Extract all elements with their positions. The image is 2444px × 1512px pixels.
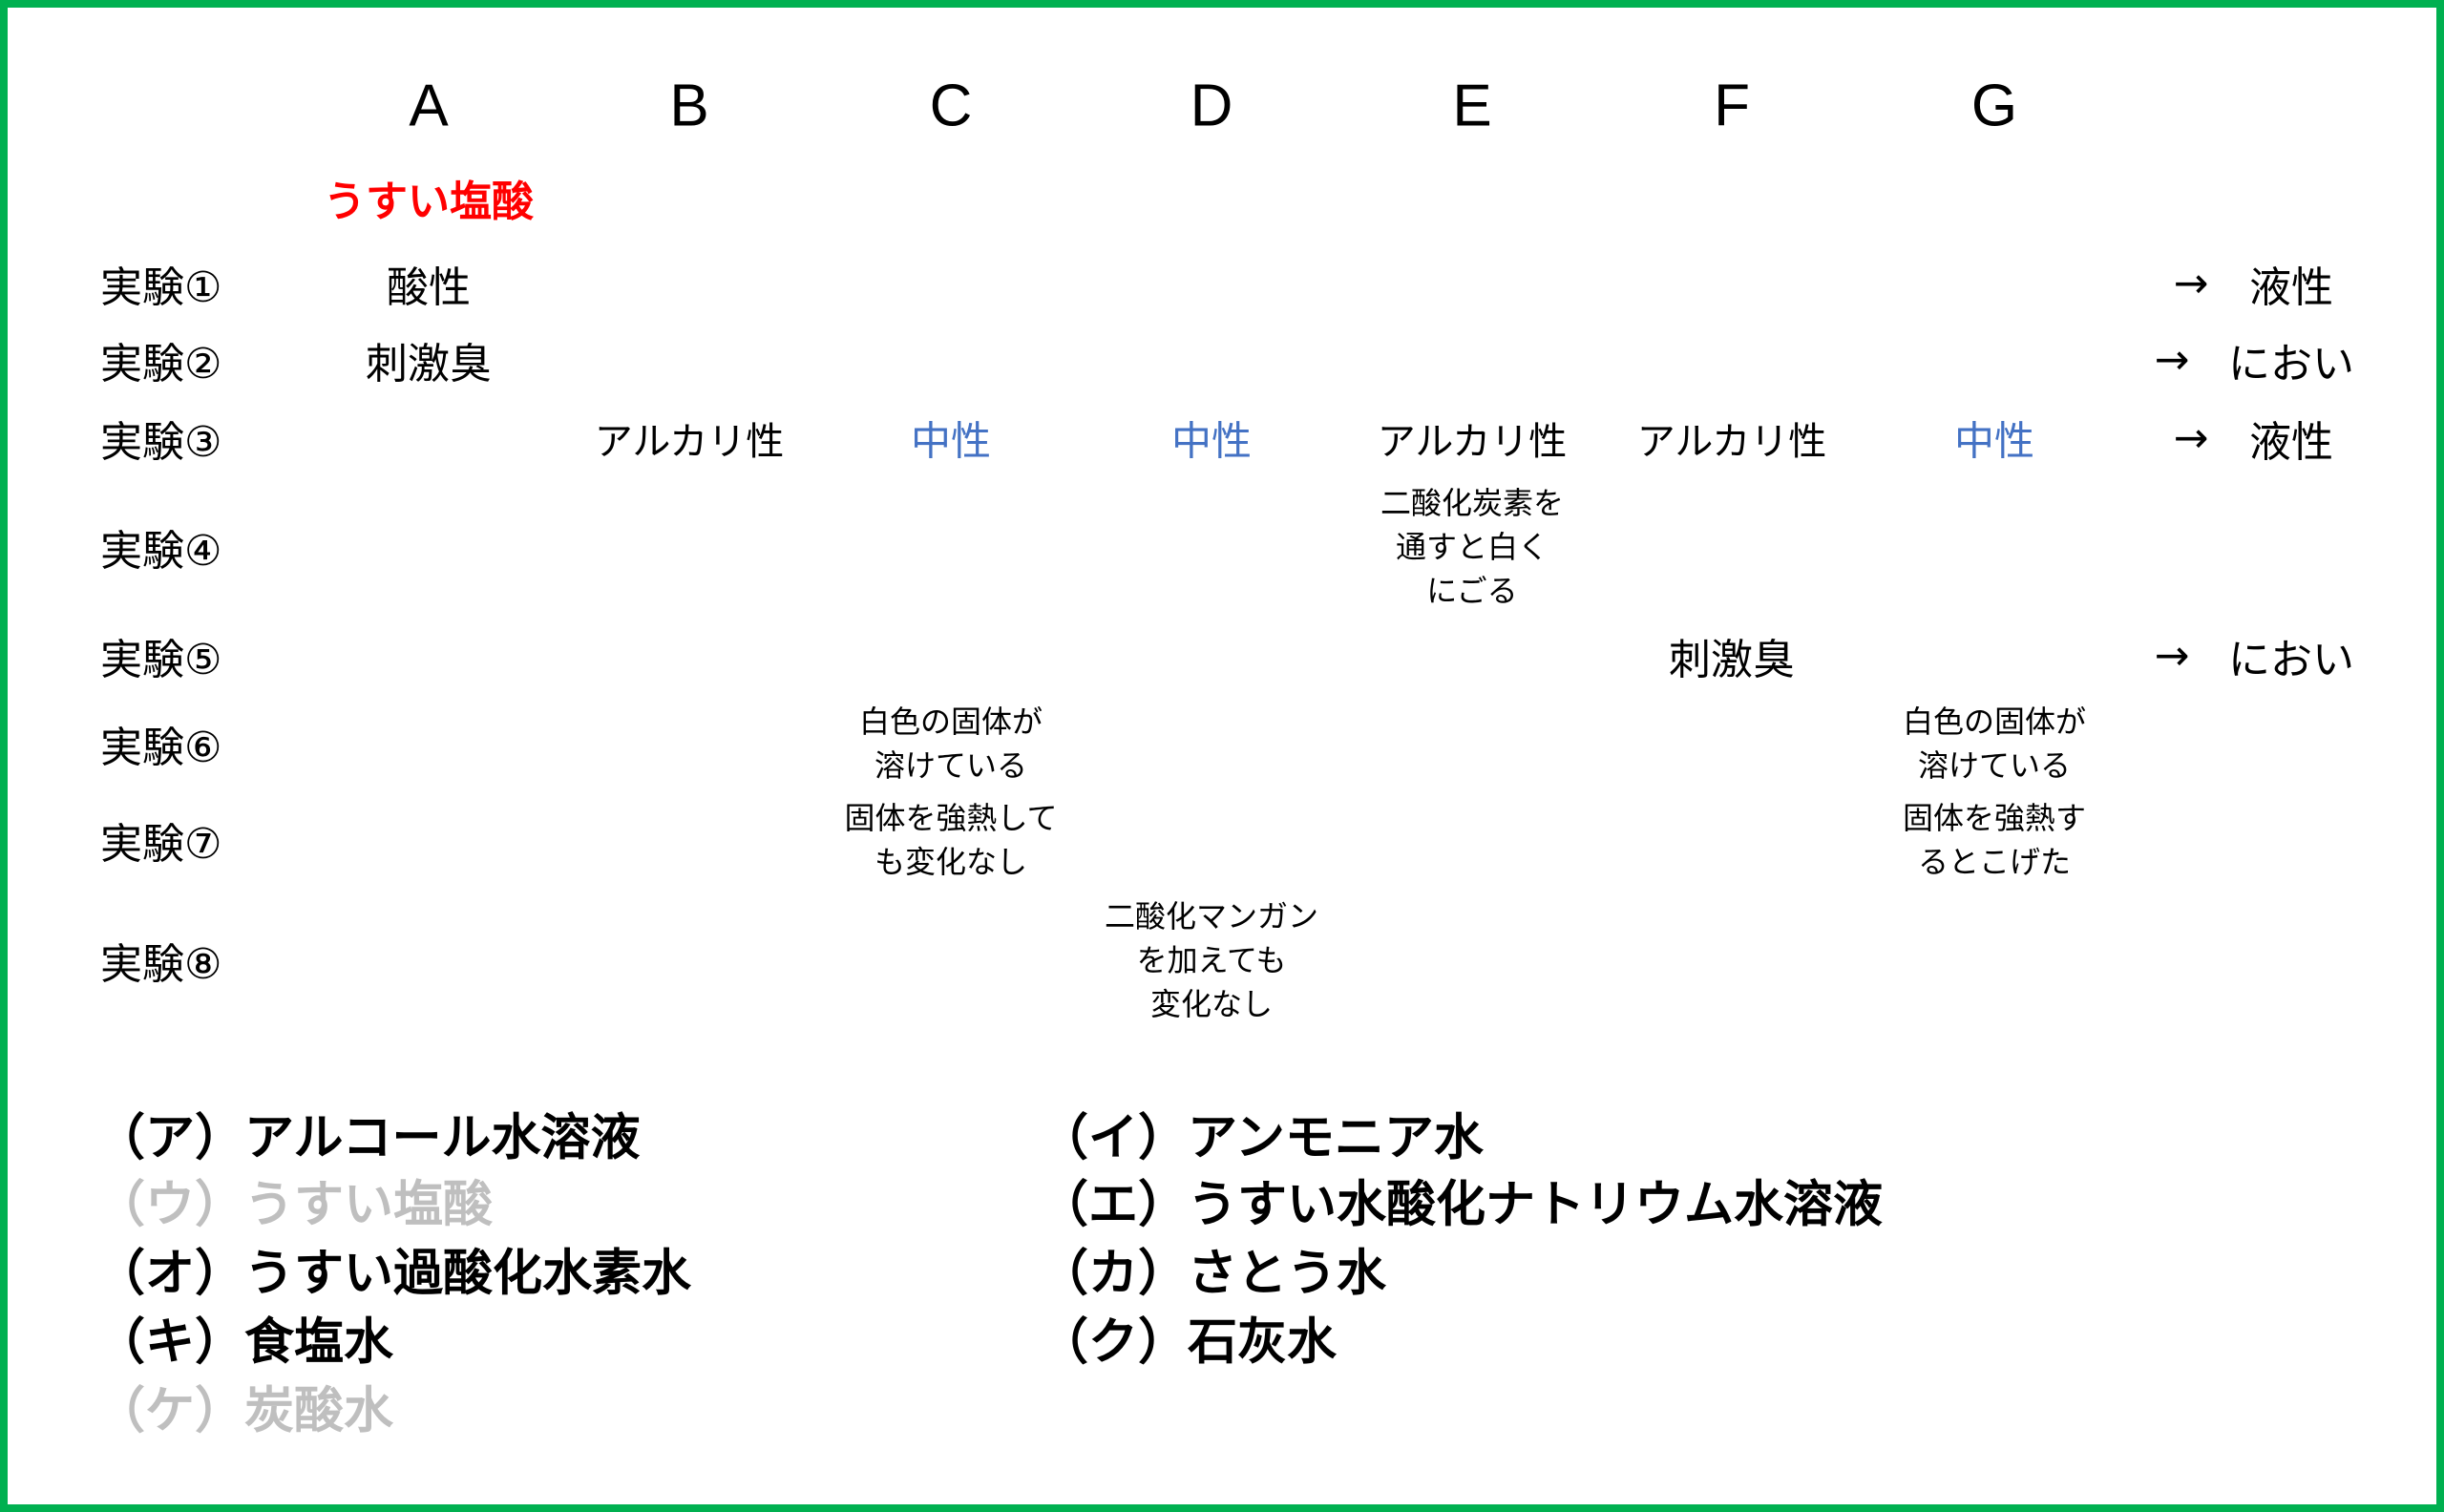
cell-7-c: 固体を強熱して も変化なし [844, 796, 1057, 884]
column-header-a: A [409, 73, 449, 139]
option-i: （イ）アンモニア水 [1039, 1109, 1484, 1167]
cell-3-e: アルカリ性 [1377, 420, 1568, 464]
text-line: 固体を強熱して [844, 800, 1058, 836]
option-o: （オ）うすい過酸化水素水 [95, 1245, 692, 1303]
cell-6-c: 白色の固体が 溶けている [859, 700, 1043, 788]
row-label-1: 実験① [100, 263, 222, 312]
cell-5-f: 刺激臭 [1669, 636, 1795, 684]
cell-3-f: アルカリ性 [1636, 420, 1827, 464]
cell-4-e: 二酸化炭素を 通すと白く にごる [1380, 481, 1564, 613]
option-a: （ア）アルコール水溶液 [95, 1109, 641, 1167]
row-label-5: 実験⑤ [100, 636, 222, 684]
cell-2-a: 刺激臭 [366, 340, 492, 388]
row-1-result: 液性 [2249, 263, 2333, 312]
cell-3-c: 中性 [910, 417, 992, 465]
cell-7-g: 固体を強熱す るとこげた [1903, 796, 2086, 884]
arrow-icon: → [2154, 631, 2190, 681]
row-label-7: 実験⑦ [100, 820, 222, 869]
column-header-b: B [669, 73, 709, 139]
column-header-c: C [929, 73, 973, 139]
option-u-used: （ウ）うすい塩酸 [95, 1176, 494, 1234]
row-label-3: 実験③ [100, 418, 222, 467]
option-ke-used: （ケ）炭酸水 [95, 1382, 394, 1440]
arrow-icon: → [2173, 413, 2209, 463]
cell-8-d: 二酸化マンガン を加えても 変化なし [1105, 894, 1318, 1026]
column-a-answer: うすい塩酸 [324, 178, 534, 226]
text-line: 白色の固体が [1902, 704, 2087, 740]
text-line: 二酸化炭素を [1380, 485, 1565, 521]
text-line: 溶けている [874, 747, 1028, 784]
text-line: 二酸化マンガン [1104, 898, 1319, 934]
row-2-result: におい [2228, 340, 2354, 388]
cell-3-d: 中性 [1170, 417, 1253, 465]
option-ki: （キ）食塩水 [95, 1313, 394, 1372]
row-label-4: 実験④ [100, 527, 222, 576]
column-header-f: F [1714, 73, 1750, 139]
row-label-8: 実験⑧ [100, 940, 222, 989]
cell-3-b: アルカリ性 [594, 420, 785, 464]
text-line: を加えても [1136, 942, 1287, 978]
cell-6-g: 白色の固体が 溶けている [1903, 700, 2086, 788]
text-line: にごる [1426, 573, 1518, 609]
text-line: も変化なし [874, 844, 1028, 880]
column-header-d: D [1190, 73, 1233, 139]
row-label-6: 実験⑥ [100, 724, 222, 772]
text-line: 白色の固体が [858, 704, 1043, 740]
option-ku: （ク）石灰水 [1039, 1313, 1338, 1372]
cell-1-a: 酸性 [387, 263, 471, 312]
text-line: 通すと白く [1395, 529, 1549, 565]
row-5-result: におい [2228, 636, 2354, 684]
text-line: るとこげた [1917, 844, 2072, 880]
option-e: （エ）うすい水酸化ナトリウム水溶液 [1039, 1176, 1884, 1234]
text-line: 変化なし [1149, 986, 1274, 1022]
option-ka: （カ）さとう水 [1039, 1245, 1387, 1303]
row-3-result: 液性 [2249, 418, 2333, 467]
arrow-icon: → [2154, 335, 2190, 385]
column-header-g: G [1970, 73, 2018, 139]
text-line: 固体を強熱す [1902, 800, 2087, 836]
arrow-icon: → [2173, 259, 2209, 308]
column-header-e: E [1452, 73, 1492, 139]
row-label-2: 実験② [100, 340, 222, 388]
text-line: 溶けている [1917, 747, 2072, 784]
cell-3-g: 中性 [1953, 417, 2035, 465]
